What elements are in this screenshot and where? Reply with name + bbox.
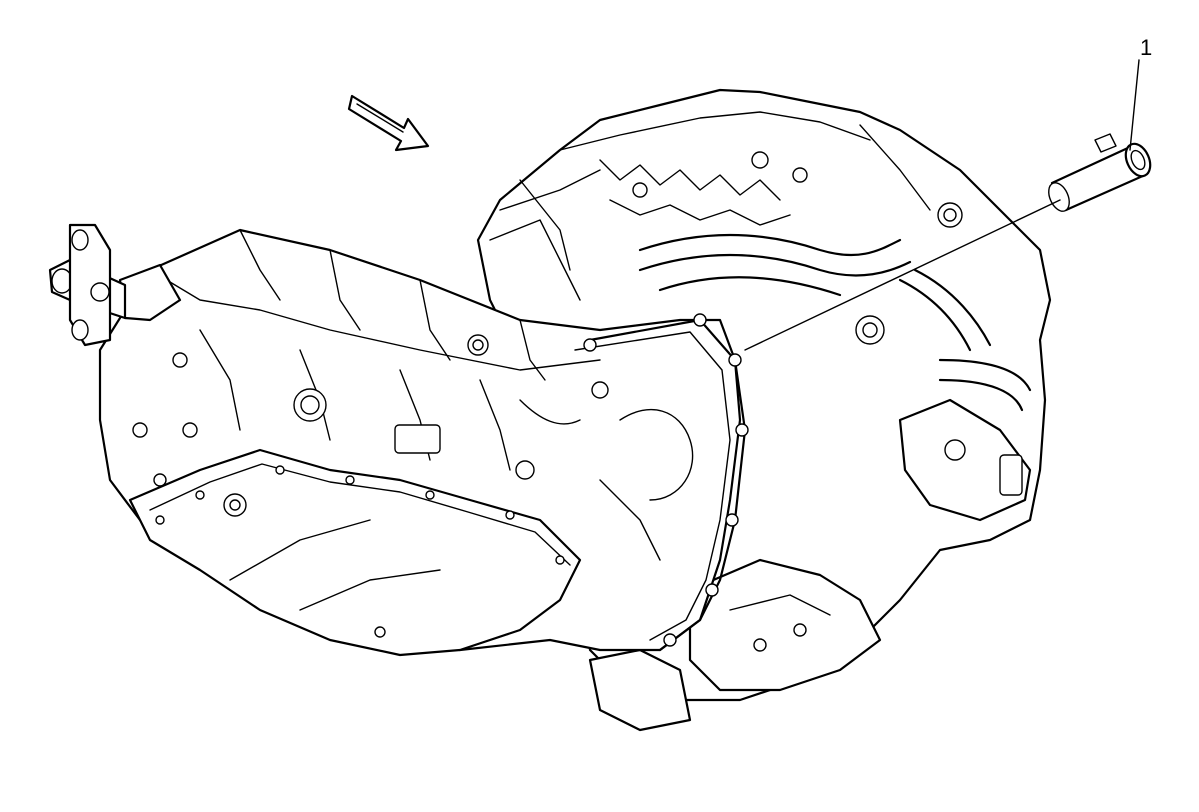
component-1-sensor bbox=[1048, 133, 1152, 212]
leader-line bbox=[744, 199, 1061, 351]
output-shaft-yoke bbox=[48, 223, 182, 347]
direction-arrow-icon bbox=[347, 94, 430, 152]
callout-leader-line bbox=[1129, 59, 1140, 151]
callout-label-1: 1 bbox=[1140, 35, 1152, 60]
transmission-oil-pan bbox=[128, 448, 582, 657]
